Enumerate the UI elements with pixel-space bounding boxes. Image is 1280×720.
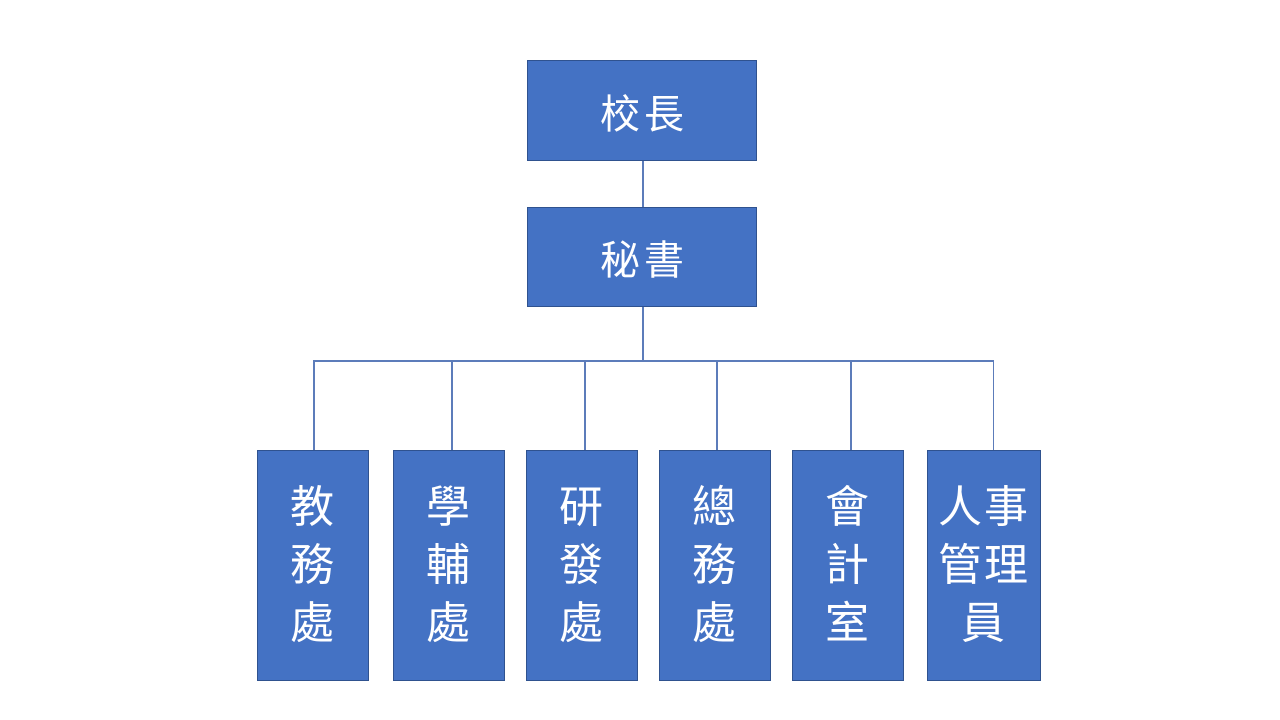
connector-drop-dept-2 [451,360,453,450]
connector-secretary-trunk [642,307,644,360]
connector-drop-dept-5 [850,360,852,450]
org-node-principal-label: 校長 [600,91,688,138]
org-node-dept-label: 學 輔 處 [426,481,472,649]
connector-drop-dept-6 [992,360,994,450]
org-node-dept-label: 研 發 處 [559,481,605,649]
connector-drop-dept-1 [313,360,315,450]
org-node-secretary[interactable]: 秘書 [527,207,757,307]
org-node-secretary-label: 秘書 [600,238,688,284]
org-node-dept-general-affairs[interactable]: 總 務 處 [659,450,771,681]
org-node-dept-research-development[interactable]: 研 發 處 [526,450,638,681]
org-node-dept-accounting[interactable]: 會 計 室 [792,450,904,681]
connector-principal-secretary [642,161,644,207]
org-node-dept-academic-affairs[interactable]: 教 務 處 [257,450,369,681]
org-node-dept-student-counseling[interactable]: 學 輔 處 [393,450,505,681]
connector-horizontal-bus [313,360,994,362]
org-node-principal[interactable]: 校長 [527,60,757,161]
org-node-dept-label: 總 務 處 [692,481,738,649]
connector-drop-dept-3 [584,360,586,450]
connector-drop-dept-4 [716,360,718,450]
org-node-dept-personnel-administrator[interactable]: 人事 管理 員 [927,450,1041,681]
org-node-dept-label: 會 計 室 [825,481,871,649]
org-node-dept-label: 人事 管理 員 [938,481,1030,649]
org-node-dept-label: 教 務 處 [290,481,336,649]
